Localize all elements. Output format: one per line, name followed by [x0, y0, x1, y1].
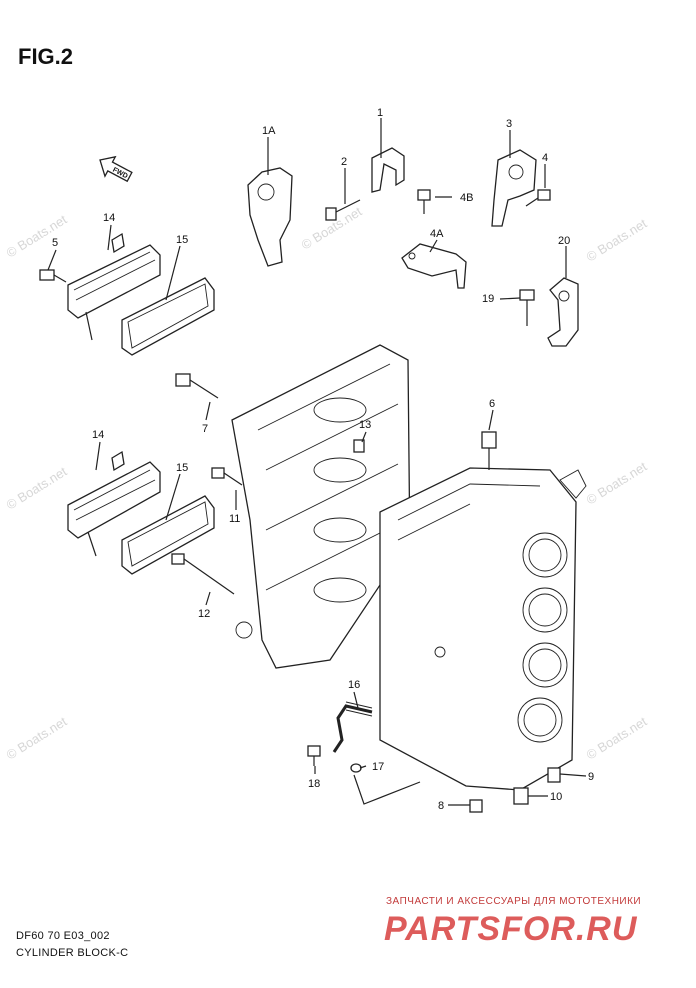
callout-19: 19	[482, 293, 494, 305]
watermark: © Boats.net	[4, 212, 70, 261]
callout-17: 17	[372, 761, 384, 773]
callout-8: 8	[438, 800, 444, 812]
part-10-plug	[513, 787, 529, 805]
callout-14-lower: 14	[92, 429, 104, 441]
callout-4A: 4A	[430, 228, 444, 240]
callout-1: 1	[377, 107, 383, 119]
watermark: © Boats.net	[584, 216, 650, 265]
diagram-name: CYLINDER BLOCK-C	[16, 947, 129, 959]
part-9-plug	[547, 767, 561, 783]
part-2-bolt	[325, 199, 361, 221]
callout-11: 11	[229, 513, 240, 525]
figure-title: FIG.2	[18, 44, 74, 69]
callout-4: 4	[542, 152, 548, 164]
callout-20: 20	[558, 235, 570, 247]
part-4A-plate	[401, 243, 467, 289]
watermark: © Boats.net	[4, 714, 70, 763]
part-17-oring	[350, 763, 362, 773]
callout-7: 7	[202, 423, 208, 435]
part-16-pipe	[332, 701, 373, 753]
part-18-bolt	[307, 745, 321, 766]
part-14-upper-cover	[67, 232, 161, 341]
callout-4B: 4B	[460, 192, 473, 204]
part-11-bolt	[211, 467, 243, 486]
part-4-bolt	[525, 189, 551, 207]
callout-3: 3	[506, 118, 512, 130]
part-12-bolt	[171, 553, 235, 595]
leader-lines	[47, 118, 587, 806]
brand-tagline: ЗАПЧАСТИ И АКСЕССУАРЫ ДЛЯ МОТОТЕХНИКИ	[386, 896, 642, 907]
callout-12: 12	[198, 608, 210, 620]
part-15-lower-gasket	[121, 495, 215, 575]
part-14-lower-cover	[67, 450, 161, 557]
part-4B-bolt	[417, 189, 431, 214]
watermark: © Boats.net	[584, 714, 650, 763]
callout-6: 6	[489, 398, 495, 410]
callout-2: 2	[341, 156, 347, 168]
part-8-plug	[469, 799, 483, 813]
callout-13: 13	[359, 419, 371, 431]
callout-1A: 1A	[262, 125, 276, 137]
diagram-code: DF60 70 E03_002	[16, 930, 110, 942]
fwd-arrow-icon: FWD	[99, 155, 133, 183]
part-1A-bracket	[247, 167, 293, 267]
watermark: © Boats.net	[584, 459, 650, 508]
callout-14-upper: 14	[103, 212, 115, 224]
callout-10: 10	[550, 791, 562, 803]
part-13-dowel	[353, 439, 365, 453]
part-6-pin	[481, 431, 497, 470]
crankcase-half	[231, 344, 411, 669]
part-15-upper-gasket	[121, 277, 215, 356]
part-3-bracket	[491, 149, 537, 227]
callout-5: 5	[52, 237, 58, 249]
part-1-clamp	[371, 147, 405, 193]
callout-15-upper: 15	[176, 234, 188, 246]
callout-15-lower: 15	[176, 462, 188, 474]
part-5-bolt	[39, 269, 67, 283]
part-20-clamp	[547, 277, 579, 347]
callout-16: 16	[348, 679, 360, 691]
brand-logo[interactable]: PARTSFOR.RU	[384, 910, 638, 948]
callout-18: 18	[308, 778, 320, 790]
watermark: © Boats.net	[4, 464, 70, 513]
callout-labels: 1 1A 2 3 4 4A 4B 5 6 7 8 9 10 11 12 13 1…	[52, 107, 594, 812]
callout-9: 9	[588, 771, 594, 783]
part-7-bolt	[175, 373, 219, 399]
part-19-bolt	[519, 289, 535, 326]
cylinder-block	[379, 467, 587, 791]
